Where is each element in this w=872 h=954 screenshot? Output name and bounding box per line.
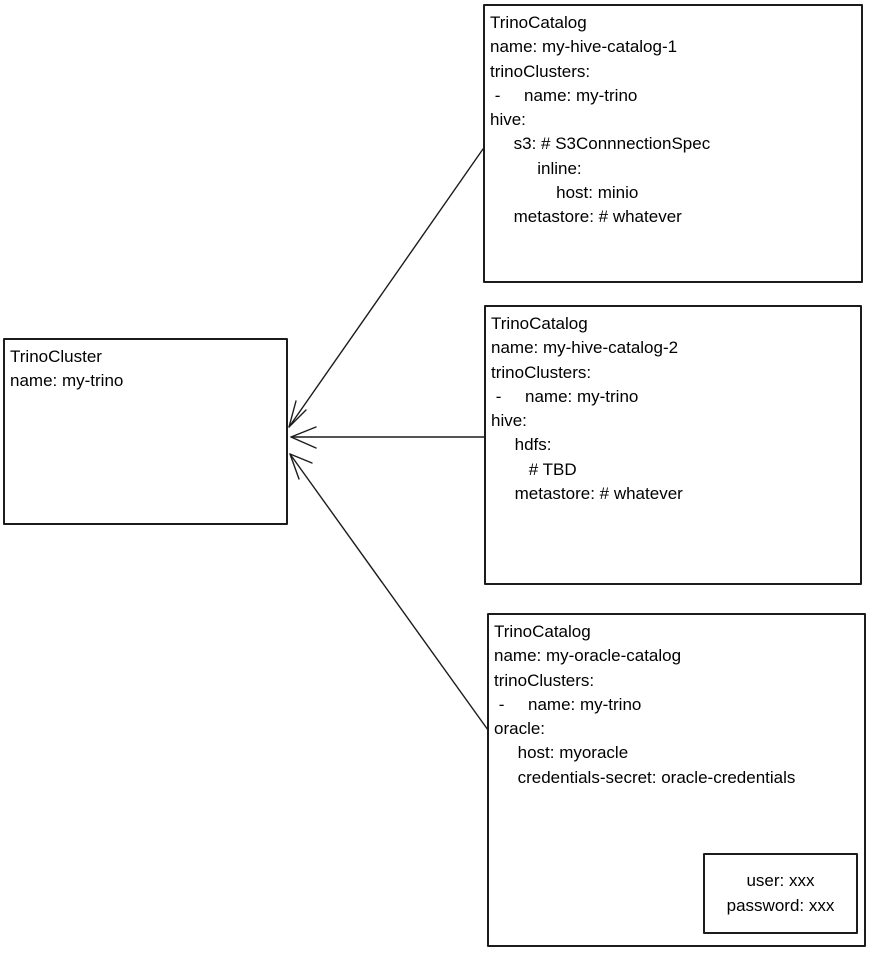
trino-catalog-node-3: TrinoCatalog name: my-oracle-catalog trino…: [487, 613, 866, 947]
arrowhead-icon: [289, 453, 313, 480]
yaml-line: - name: my-trino: [491, 386, 639, 406]
connector-line: [289, 453, 489, 731]
yaml-line: TrinoCatalog: [491, 314, 588, 333]
yaml-line: user: xxx: [746, 871, 815, 891]
connector-line: [288, 148, 484, 428]
yaml-line: - name: my-trino: [494, 694, 642, 714]
trino-catalog-node-1: TrinoCatalog name: my-hive-catalog-1 trino…: [483, 4, 863, 283]
edge-catalog-2-to-cluster: [290, 426, 485, 449]
trino-catalog-node-2: TrinoCatalog name: my-hive-catalog-2 trino…: [484, 305, 862, 585]
yaml-line: name: my-trino: [10, 371, 124, 391]
credentials-secret-yaml: user: xxx password: xxx: [727, 869, 835, 918]
yaml-line: name: my-hive-catalog-2: [491, 338, 679, 358]
yaml-line: name: my-oracle-catalog: [494, 646, 682, 666]
yaml-line: inline:: [490, 158, 582, 178]
yaml-line: name: my-hive-catalog-1: [490, 37, 678, 57]
trino-catalog-3-yaml: TrinoCatalog name: my-oracle-catalog trino…: [489, 615, 864, 795]
arrowhead-icon: [290, 426, 317, 449]
yaml-line: hdfs:: [491, 435, 552, 455]
yaml-line: trinoClusters:: [494, 670, 595, 690]
arrowhead-icon: [288, 400, 307, 428]
yaml-line: - name: my-trino: [490, 85, 638, 105]
trino-cluster-yaml: TrinoCluster name: my-trino: [5, 340, 286, 399]
yaml-line: oracle:: [494, 719, 546, 739]
trino-catalog-2-yaml: TrinoCatalog name: my-hive-catalog-2 trino…: [486, 307, 860, 511]
yaml-line: hive:: [491, 411, 527, 431]
yaml-line: hive:: [490, 110, 526, 130]
yaml-line: s3: # S3ConnnectionSpec: [490, 134, 711, 154]
credentials-secret-node: user: xxx password: xxx: [703, 853, 858, 934]
yaml-line: TrinoCatalog: [494, 622, 591, 641]
yaml-line: metastore: # whatever: [490, 207, 682, 227]
trino-cluster-node: TrinoCluster name: my-trino: [3, 338, 288, 525]
yaml-line: trinoClusters:: [491, 362, 592, 382]
yaml-line: credentials-secret: oracle-credentials: [494, 767, 796, 787]
yaml-line: TrinoCatalog: [490, 13, 587, 32]
edge-catalog-3-to-cluster: [289, 453, 489, 731]
yaml-line: password: xxx: [726, 895, 835, 915]
trino-catalog-1-yaml: TrinoCatalog name: my-hive-catalog-1 trino…: [485, 6, 861, 235]
edge-catalog-1-to-cluster: [288, 148, 484, 428]
yaml-line: metastore: # whatever: [491, 484, 683, 504]
yaml-line: host: minio: [490, 183, 639, 203]
yaml-line: trinoClusters:: [490, 61, 591, 81]
yaml-line: # TBD: [491, 459, 577, 479]
yaml-line: TrinoCluster: [10, 347, 102, 366]
yaml-line: host: myoracle: [494, 743, 629, 763]
